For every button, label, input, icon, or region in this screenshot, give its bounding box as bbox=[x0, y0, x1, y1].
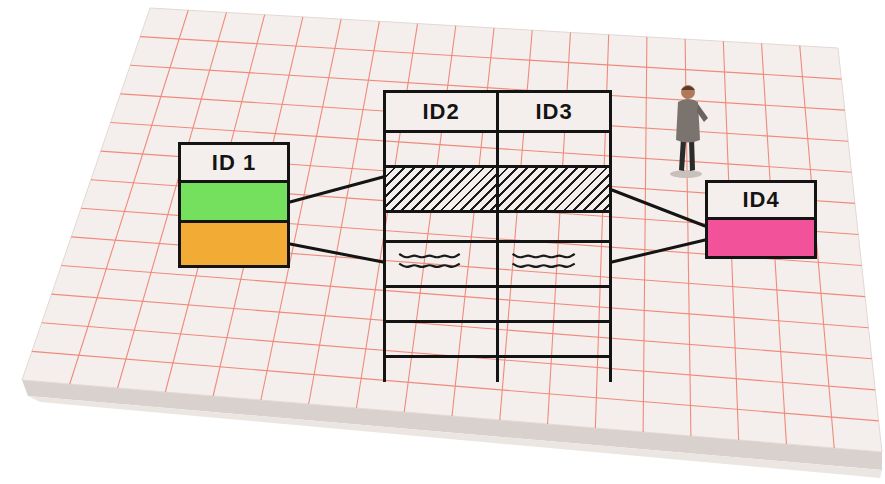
row-cell bbox=[496, 323, 609, 355]
wave-line bbox=[513, 264, 575, 267]
table-header: ID 1 bbox=[181, 145, 287, 183]
table-box: ID2 ID3 bbox=[383, 90, 612, 382]
wave-marks bbox=[499, 243, 612, 285]
row-cell bbox=[181, 223, 287, 265]
grid-line bbox=[70, 10, 188, 384]
table-header: ID4 bbox=[708, 183, 814, 220]
wave-marks bbox=[386, 243, 496, 285]
table-row bbox=[386, 133, 609, 168]
table-id: ID2 bbox=[422, 99, 459, 125]
row-cell bbox=[386, 358, 496, 382]
table-row bbox=[386, 168, 609, 213]
row-cell bbox=[708, 220, 814, 256]
table-row bbox=[386, 358, 609, 382]
header-cell: ID2 bbox=[386, 93, 496, 130]
table-id: ID3 bbox=[535, 99, 572, 125]
grid-lines bbox=[32, 10, 879, 448]
table-row bbox=[708, 220, 814, 256]
table-row bbox=[386, 243, 609, 288]
figure-shadow bbox=[670, 170, 702, 178]
table-box: ID4 bbox=[705, 180, 817, 259]
grid-line bbox=[120, 94, 848, 141]
grid-line bbox=[404, 26, 456, 412]
connector-line bbox=[290, 244, 383, 262]
table-box: ID 1 bbox=[178, 142, 290, 268]
figure-hair bbox=[681, 86, 695, 90]
wave-line bbox=[513, 254, 575, 257]
row-cell bbox=[496, 213, 609, 240]
header-cell: ID 1 bbox=[181, 145, 287, 180]
figure-leg bbox=[679, 138, 686, 171]
grid-line bbox=[500, 30, 532, 420]
table-row bbox=[386, 288, 609, 323]
table-row bbox=[386, 213, 609, 243]
connector-line bbox=[612, 190, 705, 226]
table-id: ID4 bbox=[742, 187, 779, 213]
row-cell bbox=[386, 213, 496, 240]
row-cell bbox=[386, 243, 496, 285]
row-cell bbox=[496, 288, 609, 320]
table-row bbox=[386, 323, 609, 358]
header-cell: ID4 bbox=[708, 183, 814, 217]
connector-line bbox=[612, 240, 705, 262]
table-header: ID2 ID3 bbox=[386, 93, 609, 133]
figure-leg bbox=[689, 138, 695, 171]
row-cell bbox=[386, 168, 496, 210]
row-cell bbox=[386, 323, 496, 355]
connector-line bbox=[290, 177, 383, 202]
table-row bbox=[181, 183, 287, 223]
grid-line bbox=[356, 24, 417, 408]
table-row bbox=[181, 223, 287, 265]
row-cell bbox=[496, 133, 609, 165]
figure-arm bbox=[697, 104, 708, 122]
grid-line bbox=[42, 323, 876, 390]
row-cell bbox=[496, 243, 609, 285]
row-cell bbox=[181, 183, 287, 220]
table-id: ID 1 bbox=[212, 150, 256, 176]
miniature-figure bbox=[670, 85, 708, 178]
grid-line bbox=[309, 21, 380, 404]
row-cell bbox=[386, 288, 496, 320]
row-cell bbox=[386, 133, 496, 165]
figure-head bbox=[681, 85, 695, 99]
grid-line bbox=[643, 37, 647, 432]
figure-coat bbox=[676, 99, 700, 143]
row-cell bbox=[496, 358, 609, 382]
wave-line bbox=[399, 254, 460, 257]
header-cell: ID3 bbox=[496, 93, 609, 130]
wave-line bbox=[399, 264, 460, 267]
board-surface bbox=[22, 8, 882, 452]
row-cell bbox=[496, 168, 609, 210]
